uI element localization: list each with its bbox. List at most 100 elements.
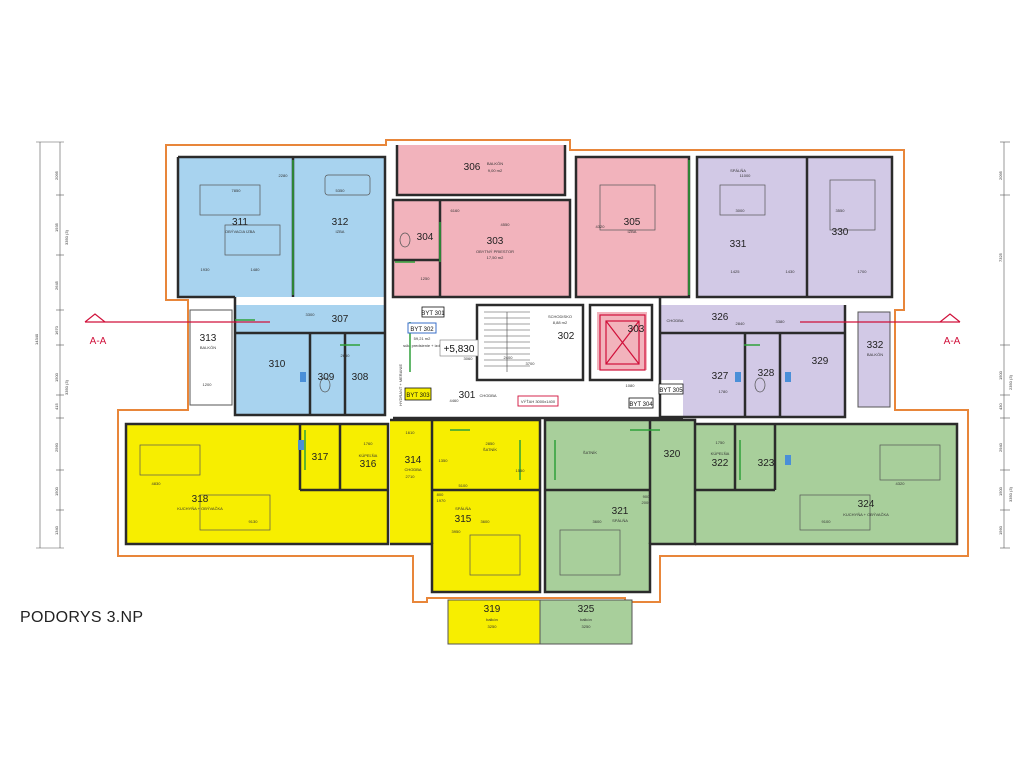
room-313-name: BALKÓN: [200, 345, 216, 350]
plan-title: PODORYS 3.NP: [20, 609, 144, 626]
room-302-area: 8,88 m2: [553, 320, 568, 325]
dim-2650: 2650: [341, 353, 351, 358]
room-311-name: OBÝVACIA IZBA: [225, 229, 255, 234]
dimension-texts: 7850 2280 5350 1930 1480 6160 4550 11000…: [152, 173, 906, 629]
dim-left-j: 1340: [54, 525, 59, 535]
room-fills: [126, 145, 957, 644]
bathtub-312: [324, 174, 371, 196]
dim-left-d: 1670: [54, 325, 59, 335]
room-satnik2-name: ŠATNÍK: [583, 450, 597, 455]
room-308-number: 308: [352, 372, 369, 383]
room-313-number: 313: [200, 333, 217, 344]
dim-right-d: 2350 (3): [1008, 374, 1013, 390]
dim-left-f: 3350 (3): [64, 229, 69, 245]
dim-right-g: 1500: [998, 486, 1003, 496]
dim-right-c: 1500: [998, 370, 1003, 380]
right-dimension-chain: [1000, 141, 1010, 549]
right-dimension-labels: 2095 7325 1500 2350 (3) 430 2940 1500 33…: [998, 170, 1013, 535]
dim-right-b: 7325: [998, 252, 1003, 262]
dim-9130: 9130: [249, 519, 259, 524]
room-332-name: BALKÓN: [867, 352, 883, 357]
room-318-fill: [126, 424, 388, 544]
room-321-fill: [545, 420, 650, 592]
level-mark: +5,830: [444, 344, 475, 355]
room-302-number: 302: [558, 331, 575, 342]
room-331-fill: [697, 157, 807, 297]
dim-right-h: 3350 (3): [1008, 486, 1013, 502]
dim-2400: 2400: [504, 355, 514, 360]
dim-1350: 1350: [439, 458, 449, 463]
section-line: [84, 313, 961, 323]
dim-1760: 1760: [364, 441, 374, 446]
room-311-number: 311: [232, 217, 248, 228]
dim-1080: 1080: [626, 383, 636, 388]
dim-1430: 1430: [786, 269, 796, 274]
room-319-name: balkón: [486, 617, 498, 622]
dim-2840: 2840: [736, 321, 746, 326]
room-318-name: KUCHYŇA + OBÝVAČKA: [177, 506, 223, 511]
fixtures: [139, 174, 941, 576]
room-329-number: 329: [812, 356, 829, 367]
dim-left-g: 415: [54, 403, 59, 410]
dim-right-e: 430: [998, 403, 1003, 410]
dim-3300: 3300: [306, 312, 316, 317]
room-331-number: 331: [730, 239, 747, 250]
dim-1250: 1250: [421, 276, 431, 281]
dim-2280: 2280: [279, 173, 289, 178]
room-325-fill: [540, 600, 632, 644]
room-320-fill: [650, 420, 695, 544]
flat-tag-303: BYT 303: [406, 393, 430, 399]
room-324-number: 324: [858, 499, 875, 510]
room-324-fill: [695, 424, 957, 544]
dim-9100: 9100: [822, 519, 832, 524]
dim-2710: 2710: [406, 474, 416, 479]
room-328-number: 328: [758, 368, 775, 379]
dim-right-i: 1560: [998, 525, 1003, 535]
dim-3250: 3250: [488, 624, 498, 629]
room-317-number: 317: [312, 452, 329, 463]
room-314-name: CHODBA: [404, 467, 421, 472]
dim-5350: 5350: [336, 188, 346, 193]
dim-1425: 1425: [731, 269, 741, 274]
room-322-number: 322: [712, 458, 729, 469]
dim-total-height: 14340: [34, 333, 39, 345]
room-326-fill: [660, 305, 845, 417]
room-316-number: 316: [360, 459, 377, 470]
dim-left-k: 3350 (3): [64, 379, 69, 395]
hydrant-label: HYDRANT + MERANIE: [398, 364, 403, 406]
room-307-number: 307: [332, 314, 349, 325]
room-315-fill: [432, 420, 540, 592]
dim-3000: 3000: [736, 208, 746, 213]
sanitary-squares: [298, 372, 791, 465]
dim-left-i: 1500: [54, 486, 59, 496]
walls: [124, 145, 959, 594]
dim-1700: 1700: [858, 269, 868, 274]
room-306-fill: [397, 145, 565, 195]
dim-1750: 1750: [716, 440, 726, 445]
flat-tag-304: BYT 304: [629, 402, 653, 408]
room-310-number: 310: [269, 359, 286, 370]
room-325-number: 325: [578, 604, 595, 615]
room-316-name: KÚPEĽŇA: [359, 453, 378, 458]
dim-4460: 4460: [450, 398, 460, 403]
room-303-number: 303: [487, 236, 504, 247]
room-303-name: OBYTNÝ PRIESTOR: [476, 249, 514, 254]
elevator-shaft: [599, 314, 646, 371]
door-marks: [235, 160, 760, 480]
dim-4550: 4550: [501, 222, 511, 227]
dim-3700: 3700: [526, 361, 536, 366]
room-330-fill: [807, 157, 892, 297]
room-323-number: 323: [758, 458, 775, 469]
dim-4320b: 4320: [596, 224, 606, 229]
room-305-name: IZBA: [628, 229, 637, 234]
room-330-number: 330: [832, 227, 849, 238]
room-322-name: KÚPEĽŇA: [711, 451, 730, 456]
room-320-number: 320: [664, 449, 681, 460]
dim-1930: 1930: [201, 267, 211, 272]
insulation-outline: [117, 139, 969, 603]
room-326-number: 326: [712, 312, 729, 323]
room-306-area: 9,00 m2: [488, 168, 503, 173]
room-302-fill: [477, 305, 583, 380]
room-satnik1-name: ŠATNÍK: [483, 447, 497, 452]
room-305-fill: [576, 157, 689, 297]
